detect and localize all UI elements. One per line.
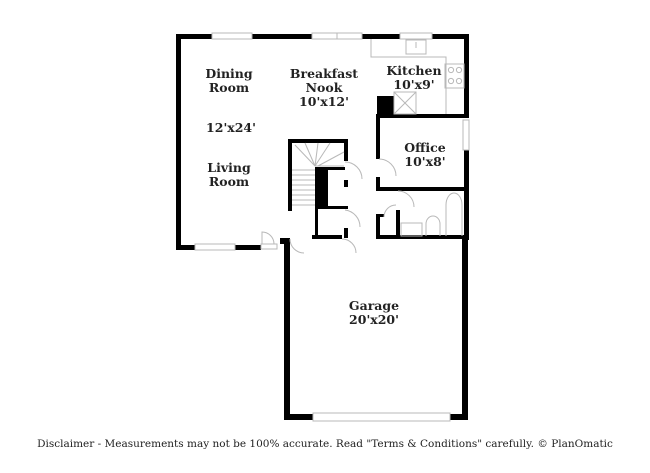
room-dimension-dining-living: 12'x24'	[206, 121, 256, 135]
room-dimensions: 10'x9'	[393, 77, 435, 92]
room-dimensions: 12'x24'	[206, 120, 256, 135]
windows	[194, 32, 470, 422]
room-label-living-room: Living Room	[207, 161, 250, 189]
room-dimensions: 10'x8'	[404, 154, 446, 169]
room-label-breakfast-nook: Breakfast Nook 10'x12'	[290, 67, 358, 109]
room-label-dining-room: Dining Room	[205, 67, 252, 95]
room-dimensions: 20'x20'	[349, 312, 399, 327]
room-name-line1: Dining	[205, 66, 253, 81]
bath-fixtures	[400, 192, 463, 237]
staircase	[292, 142, 345, 206]
room-name-line2: Nook	[305, 80, 343, 95]
room-name-line1: Office	[404, 140, 446, 155]
doors	[260, 158, 415, 254]
room-name-line1: Garage	[348, 298, 400, 313]
room-name-line2: Room	[208, 174, 250, 189]
room-label-kitchen: Kitchen 10'x9'	[386, 64, 441, 92]
kitchen-fixtures	[370, 39, 465, 115]
room-name-line1: Kitchen	[386, 63, 442, 78]
room-label-garage: Garage 20'x20'	[349, 299, 399, 327]
room-label-office: Office 10'x8'	[404, 141, 445, 169]
disclaimer-text: Disclaimer - Measurements may not be 100…	[37, 438, 613, 450]
room-dimensions: 10'x12'	[299, 94, 349, 109]
room-name-line1: Breakfast	[289, 66, 359, 81]
room-name-line2: Room	[208, 80, 250, 95]
room-name-line1: Living	[207, 160, 251, 175]
